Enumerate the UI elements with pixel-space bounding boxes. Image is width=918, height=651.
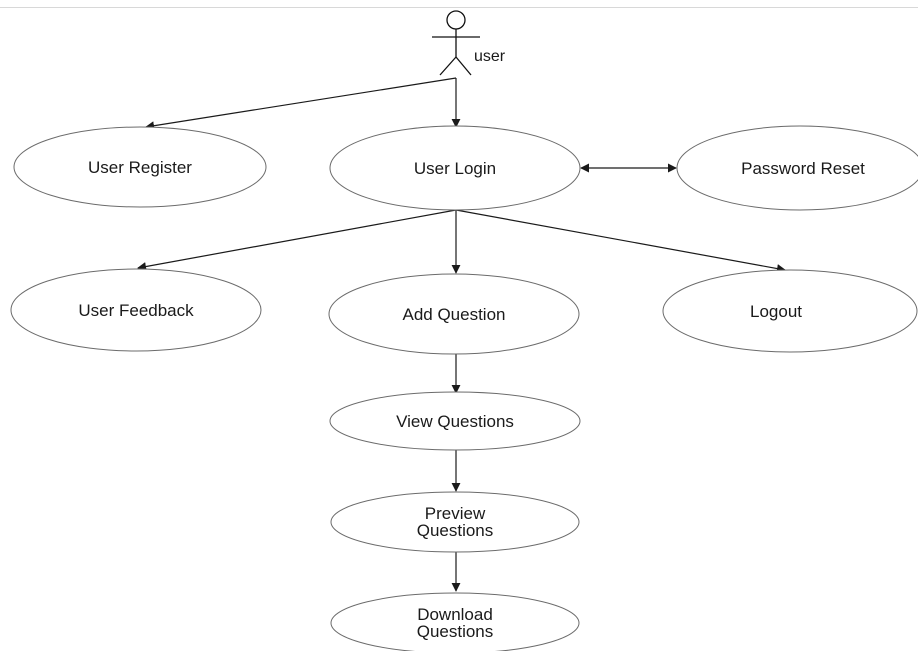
usecase-preview-questions-line2: Questions xyxy=(417,521,494,540)
usecase-view-questions-label: View Questions xyxy=(396,412,514,431)
usecase-download-questions-line2: Questions xyxy=(417,622,494,641)
actor-label: user xyxy=(474,48,506,65)
usecase-logout[interactable]: Logout xyxy=(662,269,918,353)
usecase-user-feedback-label: User Feedback xyxy=(78,301,194,320)
edge-user-to-register xyxy=(145,77,457,131)
usecase-password-reset-label: Password Reset xyxy=(741,159,865,178)
usecase-password-reset[interactable]: Password Reset xyxy=(676,125,918,211)
usecase-preview-questions-line1: Preview xyxy=(425,504,486,523)
usecase-user-register-label: User Register xyxy=(88,158,192,177)
actor-left-leg xyxy=(439,56,457,76)
edge-login-to-logout xyxy=(455,209,786,273)
usecase-user-login[interactable]: User Login xyxy=(329,125,581,211)
usecase-logout-label: Logout xyxy=(750,302,802,321)
usecase-preview-questions[interactable]: Preview Questions xyxy=(330,491,580,553)
usecase-user-login-label: User Login xyxy=(414,159,496,178)
usecase-add-question-label: Add Question xyxy=(402,305,505,324)
actor-head xyxy=(446,10,466,30)
usecase-download-questions-line1: Download xyxy=(417,605,493,624)
actor-right-leg xyxy=(455,56,472,76)
usecase-view-questions[interactable]: View Questions xyxy=(329,391,581,451)
top-divider xyxy=(0,7,918,8)
edge-login-to-feedback xyxy=(137,209,457,271)
usecase-add-question[interactable]: Add Question xyxy=(328,273,580,355)
usecase-download-questions[interactable]: Download Questions xyxy=(330,592,580,651)
usecase-user-feedback[interactable]: User Feedback xyxy=(10,268,262,352)
usecase-user-register[interactable]: User Register xyxy=(13,126,267,208)
actor-user[interactable]: user xyxy=(432,10,506,76)
